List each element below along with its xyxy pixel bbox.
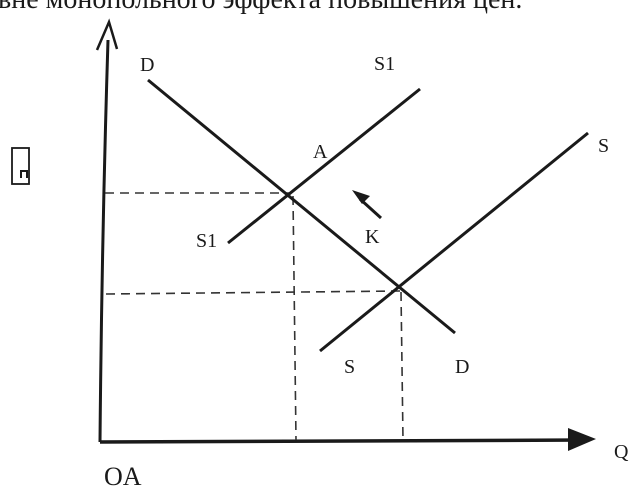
dashed-quantity-a bbox=[292, 195, 297, 441]
label-supply1-top: S1 bbox=[374, 53, 395, 75]
label-demand-top: D bbox=[140, 54, 154, 76]
broken-glyph-icon bbox=[11, 147, 30, 185]
dashed-quantity-k bbox=[400, 291, 404, 441]
caption-text: OA bbox=[104, 462, 142, 491]
dashed-price-k bbox=[105, 290, 401, 295]
y-axis-arrow-icon bbox=[95, 18, 119, 51]
projection-lines bbox=[105, 192, 404, 441]
label-supply-right: S bbox=[598, 135, 609, 157]
label-supply-bottom: S bbox=[344, 356, 355, 378]
label-arrow-k: K bbox=[365, 226, 380, 248]
label-demand-bottom: D bbox=[455, 356, 469, 378]
shift-arrow-icon bbox=[352, 190, 383, 220]
label-x-axis: Q bbox=[614, 441, 629, 463]
supply-curve-s bbox=[319, 131, 589, 353]
demand-curve bbox=[147, 78, 456, 335]
x-axis-arrow-icon bbox=[568, 428, 596, 451]
x-axis-line bbox=[99, 438, 586, 444]
header-cut-text: вне монопольного эффекта повышения цен. bbox=[0, 0, 522, 15]
label-point-a: A bbox=[313, 141, 328, 163]
y-axis-line bbox=[98, 39, 110, 443]
label-supply1-bottom: S1 bbox=[196, 230, 217, 252]
supply-curve-s1 bbox=[227, 87, 421, 245]
axes bbox=[95, 18, 596, 451]
